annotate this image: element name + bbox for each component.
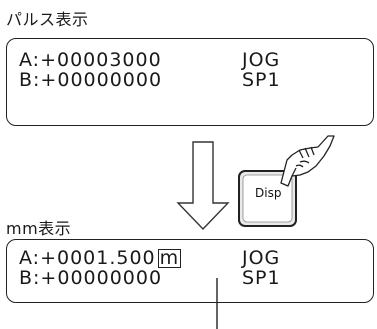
down-arrow-icon — [176, 141, 230, 231]
mm-mode-a: JOG — [242, 247, 281, 269]
pulse-display-screen: A:+00003000 B:+00000000 JOG SP1 — [6, 38, 374, 126]
mm-axis-b-value: B:+00000000 — [19, 267, 163, 289]
pulse-mode-b: SP1 — [242, 69, 281, 91]
pulse-axis-b-value: B:+00000000 — [19, 69, 163, 91]
mm-display-heading: mm表示 — [6, 219, 72, 238]
disp-key-label: Disp — [255, 186, 282, 200]
mm-mode-b: SP1 — [242, 267, 281, 289]
pulse-axis-a-value: A:+00003000 — [19, 49, 162, 71]
mm-axis-a-value: A:+0001.500 — [19, 247, 156, 269]
pulse-display-heading: パルス表示 — [6, 10, 89, 29]
mm-unit-indicator: m — [157, 247, 182, 269]
pulse-mode-a: JOG — [242, 49, 281, 71]
disp-key-icon — [238, 170, 297, 227]
pointing-hand-icon — [280, 135, 335, 187]
